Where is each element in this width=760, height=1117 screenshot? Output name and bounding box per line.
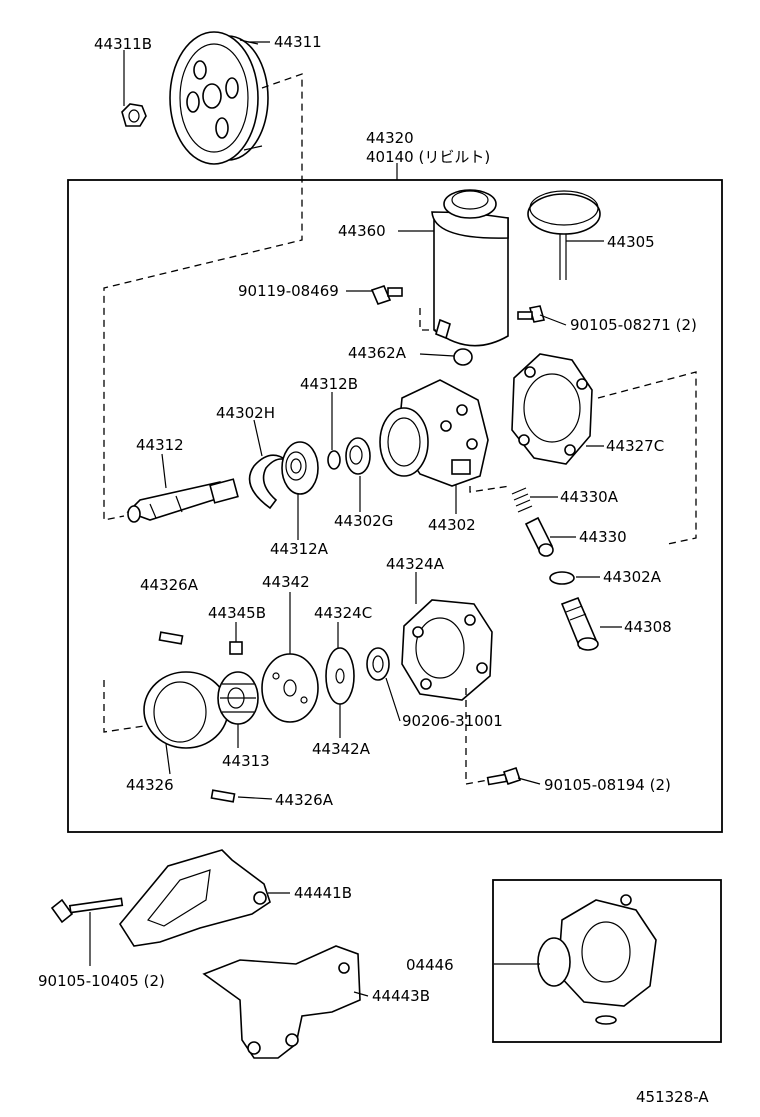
pin-44326a-bot xyxy=(210,789,236,803)
label-44308: 44308 xyxy=(624,618,672,636)
label-44362a: 44362A xyxy=(348,344,407,362)
label-44311: 44311 xyxy=(274,33,322,51)
snapring-90206 xyxy=(366,647,390,681)
label-44330: 44330 xyxy=(579,528,627,546)
bearing-44312a xyxy=(281,441,319,495)
label-44330a: 44330A xyxy=(560,488,619,506)
cap-44305 xyxy=(527,190,601,280)
figure-number: 451328-A xyxy=(636,1088,709,1106)
label-44326a-top: 44326A xyxy=(140,576,199,594)
label-44324a: 44324A xyxy=(386,555,445,573)
alignment-dash-rear xyxy=(465,688,489,785)
label-44327c: 44327C xyxy=(606,437,664,455)
label-44302g: 44302G xyxy=(334,512,393,530)
pump-assembly-box xyxy=(67,179,723,833)
label-44324c: 44324C xyxy=(314,604,372,622)
nut-44311b xyxy=(121,103,147,127)
label-44302a: 44302A xyxy=(603,568,662,586)
spring-44330a xyxy=(511,487,533,513)
rotor-44313 xyxy=(217,671,259,725)
label-44345b: 44345B xyxy=(208,604,266,622)
cam-ring-44326 xyxy=(143,671,229,749)
label-44342: 44342 xyxy=(262,573,310,591)
label-assembly-number: 44320 xyxy=(366,129,414,147)
rear-housing-44324a xyxy=(401,599,493,701)
label-44312b: 44312B xyxy=(300,375,358,393)
label-90105-08271: 90105-08271 (2) xyxy=(570,316,697,334)
snapring-44302h xyxy=(248,454,287,510)
label-44342a: 44342A xyxy=(312,740,371,758)
oring-44302a xyxy=(549,571,575,585)
pin-44326a-top xyxy=(158,631,184,645)
gasket-kit-box xyxy=(492,879,722,1043)
label-90119-08469: 90119-08469 xyxy=(238,282,339,300)
oring-44362a xyxy=(453,348,473,366)
label-44305: 44305 xyxy=(607,233,655,251)
leader-lines xyxy=(89,41,622,997)
pulley-44311 xyxy=(169,31,269,165)
label-44311b: 44311B xyxy=(94,35,152,53)
label-44443b: 44443B xyxy=(372,987,430,1005)
seal-44302g xyxy=(345,437,371,475)
bolt-90105-b xyxy=(486,766,522,786)
ring-44312b xyxy=(327,450,341,470)
label-44302: 44302 xyxy=(428,516,476,534)
plug-44308 xyxy=(560,596,599,651)
label-44312: 44312 xyxy=(136,436,184,454)
gasket-kit-04446 xyxy=(537,894,657,1025)
label-90105-10405: 90105-10405 (2) xyxy=(38,972,165,990)
gasket-44327c xyxy=(511,353,593,465)
washer-44342a xyxy=(325,647,355,705)
bolt-90105-a xyxy=(517,305,546,323)
label-44302h: 44302H xyxy=(216,404,275,422)
bolt-90105-c xyxy=(50,897,124,924)
valve-44330 xyxy=(524,516,554,557)
alignment-dash-cam xyxy=(103,680,145,733)
bolt-90119 xyxy=(370,285,403,305)
label-44360: 44360 xyxy=(338,222,386,240)
bracket-44441b xyxy=(119,849,271,947)
shaft-44312 xyxy=(126,478,239,523)
label-90206-31001: 90206-31001 xyxy=(402,712,503,730)
alignment-dash-valve xyxy=(469,485,511,493)
label-assembly-rebuilt: 40140 (リビルト) xyxy=(366,148,490,166)
plate-44342 xyxy=(261,653,319,723)
reservoir-44360 xyxy=(431,189,509,347)
label-44313: 44313 xyxy=(222,752,270,770)
label-44441b: 44441B xyxy=(294,884,352,902)
vane-44345b xyxy=(229,641,243,655)
housing-44302 xyxy=(379,379,489,487)
label-44326: 44326 xyxy=(126,776,174,794)
alignment-dash-gasket xyxy=(597,371,697,545)
bracket-44443b xyxy=(202,945,361,1059)
label-90105-08194: 90105-08194 (2) xyxy=(544,776,671,794)
label-04446: 04446 xyxy=(406,956,454,974)
label-44326a-bot: 44326A xyxy=(275,791,334,809)
label-44312a: 44312A xyxy=(270,540,329,558)
